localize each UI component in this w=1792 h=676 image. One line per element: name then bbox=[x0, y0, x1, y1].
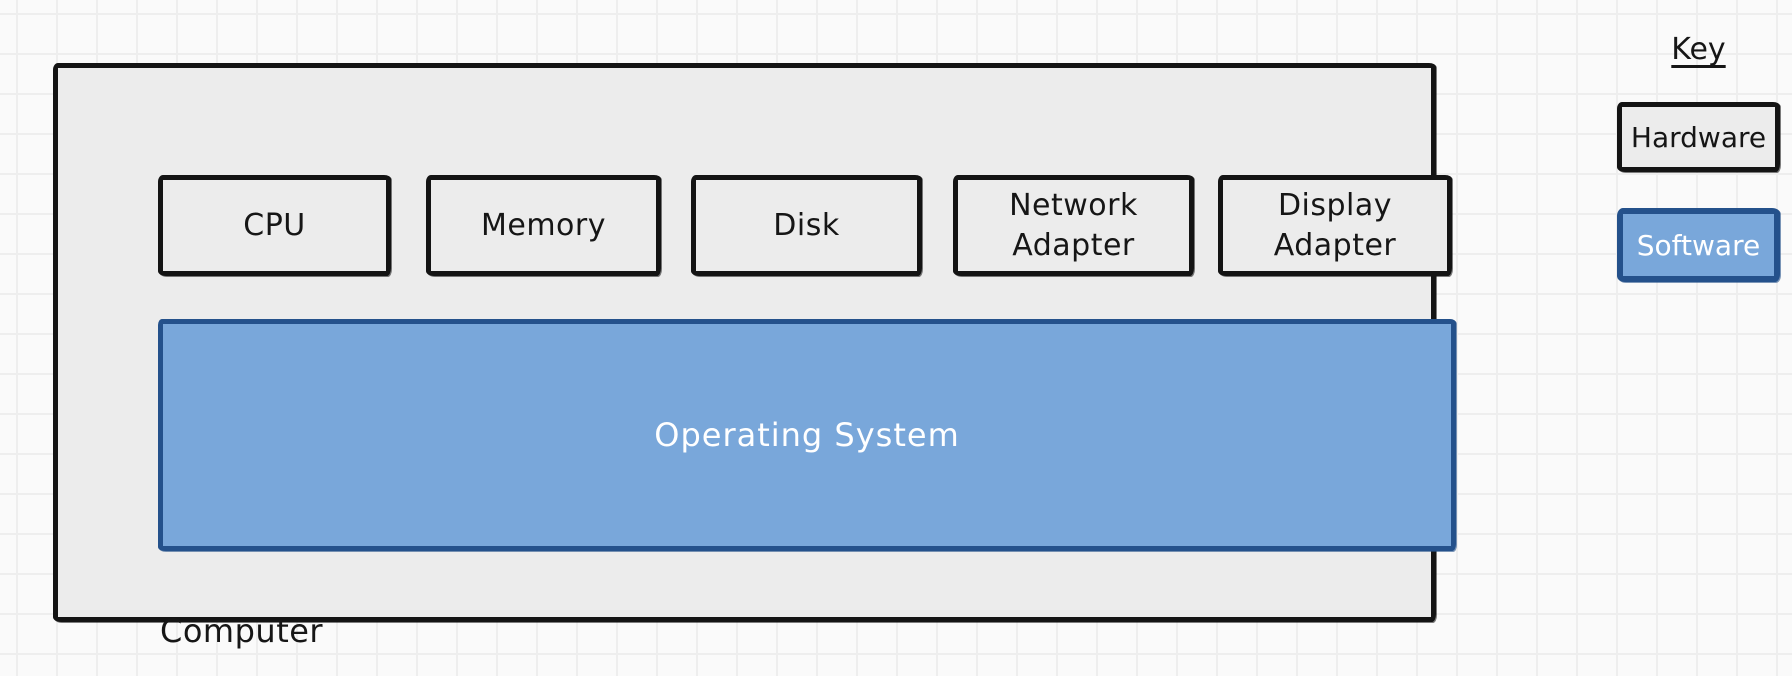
hardware-box-disk: Disk bbox=[691, 175, 922, 276]
key-hardware-label: Hardware bbox=[1630, 120, 1767, 154]
hardware-box-network-adapter: Network Adapter bbox=[953, 175, 1194, 276]
cpu-label: CPU bbox=[243, 207, 306, 243]
key-swatch-software: Software bbox=[1617, 208, 1780, 282]
key-software-label: Software bbox=[1636, 228, 1761, 262]
display-adapter-label: Display Adapter bbox=[1273, 187, 1397, 263]
network-adapter-label: Network Adapter bbox=[1009, 187, 1138, 263]
key-swatch-hardware: Hardware bbox=[1617, 102, 1780, 172]
hardware-box-memory: Memory bbox=[426, 175, 661, 276]
hardware-box-cpu: CPU bbox=[158, 175, 391, 276]
key-title: Key bbox=[1671, 32, 1726, 67]
memory-label: Memory bbox=[480, 207, 606, 243]
operating-system-label: Operating System bbox=[654, 416, 960, 454]
computer-box: CPU Memory Disk Network Adapter Display … bbox=[53, 63, 1456, 650]
software-box-operating-system: Operating System bbox=[158, 319, 1456, 551]
disk-label: Disk bbox=[773, 207, 840, 243]
hardware-box-display-adapter: Display Adapter bbox=[1218, 175, 1452, 276]
computer-label: Computer bbox=[160, 612, 324, 650]
